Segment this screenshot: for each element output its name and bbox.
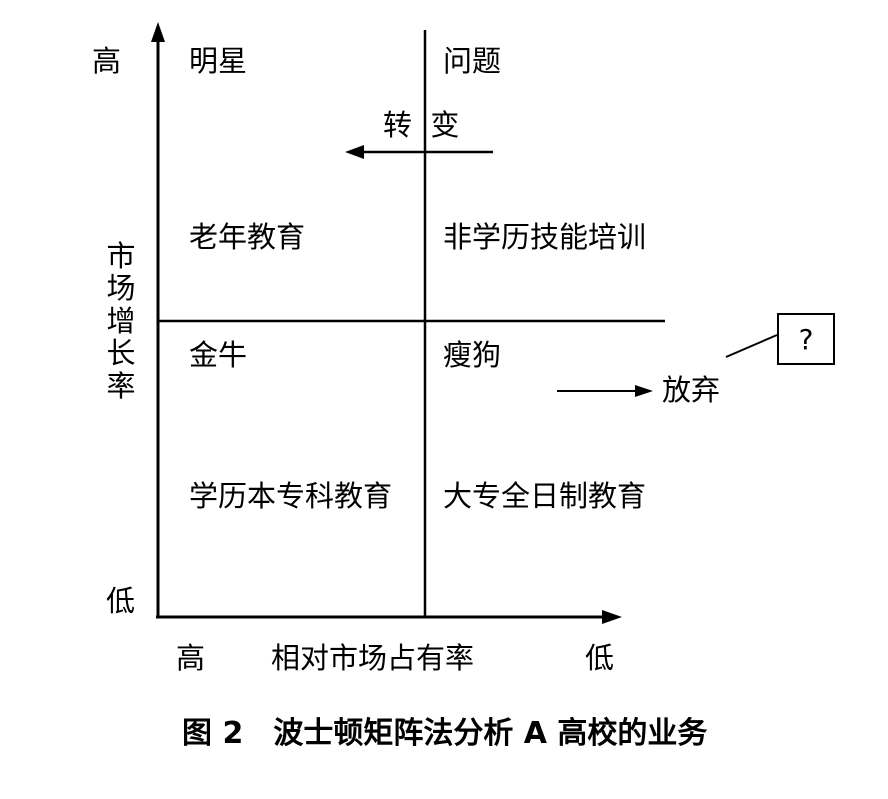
y-axis-high-label: 高: [92, 44, 122, 78]
y-axis-title: 市场增长率: [106, 239, 136, 403]
x-axis-high-label: 高: [176, 641, 206, 675]
y-axis-low-label: 低: [106, 584, 136, 618]
quadrant-dog-item: 大专全日制教育: [443, 479, 647, 513]
question-box: ?: [777, 313, 835, 365]
quadrant-question-item: 非学历技能培训: [443, 220, 647, 254]
quadrant-dog-title: 瘦狗: [443, 338, 502, 372]
x-axis-title: 相对市场占有率: [271, 641, 475, 675]
quadrant-question-title: 问题: [443, 44, 502, 78]
x-axis-low-label: 低: [585, 641, 615, 675]
y-axis-arrowhead: [151, 22, 165, 42]
abandon-arrowhead: [635, 385, 653, 397]
transform-arrowhead: [345, 145, 364, 159]
x-axis-arrowhead: [602, 610, 622, 624]
quadrant-star-title: 明星: [189, 44, 248, 78]
abandon-label: 放弃: [662, 373, 721, 407]
quadrant-star-item: 老年教育: [189, 220, 306, 254]
figure-caption: 图 2 波士顿矩阵法分析 A 高校的业务: [182, 716, 708, 751]
transform-label: 转 变: [383, 108, 460, 142]
question-box-text: ?: [798, 322, 814, 356]
quadrant-cash-cow-item: 学历本专科教育: [189, 479, 393, 513]
quadrant-cash-cow-title: 金牛: [189, 338, 248, 372]
question-leader-line: [725, 334, 778, 358]
